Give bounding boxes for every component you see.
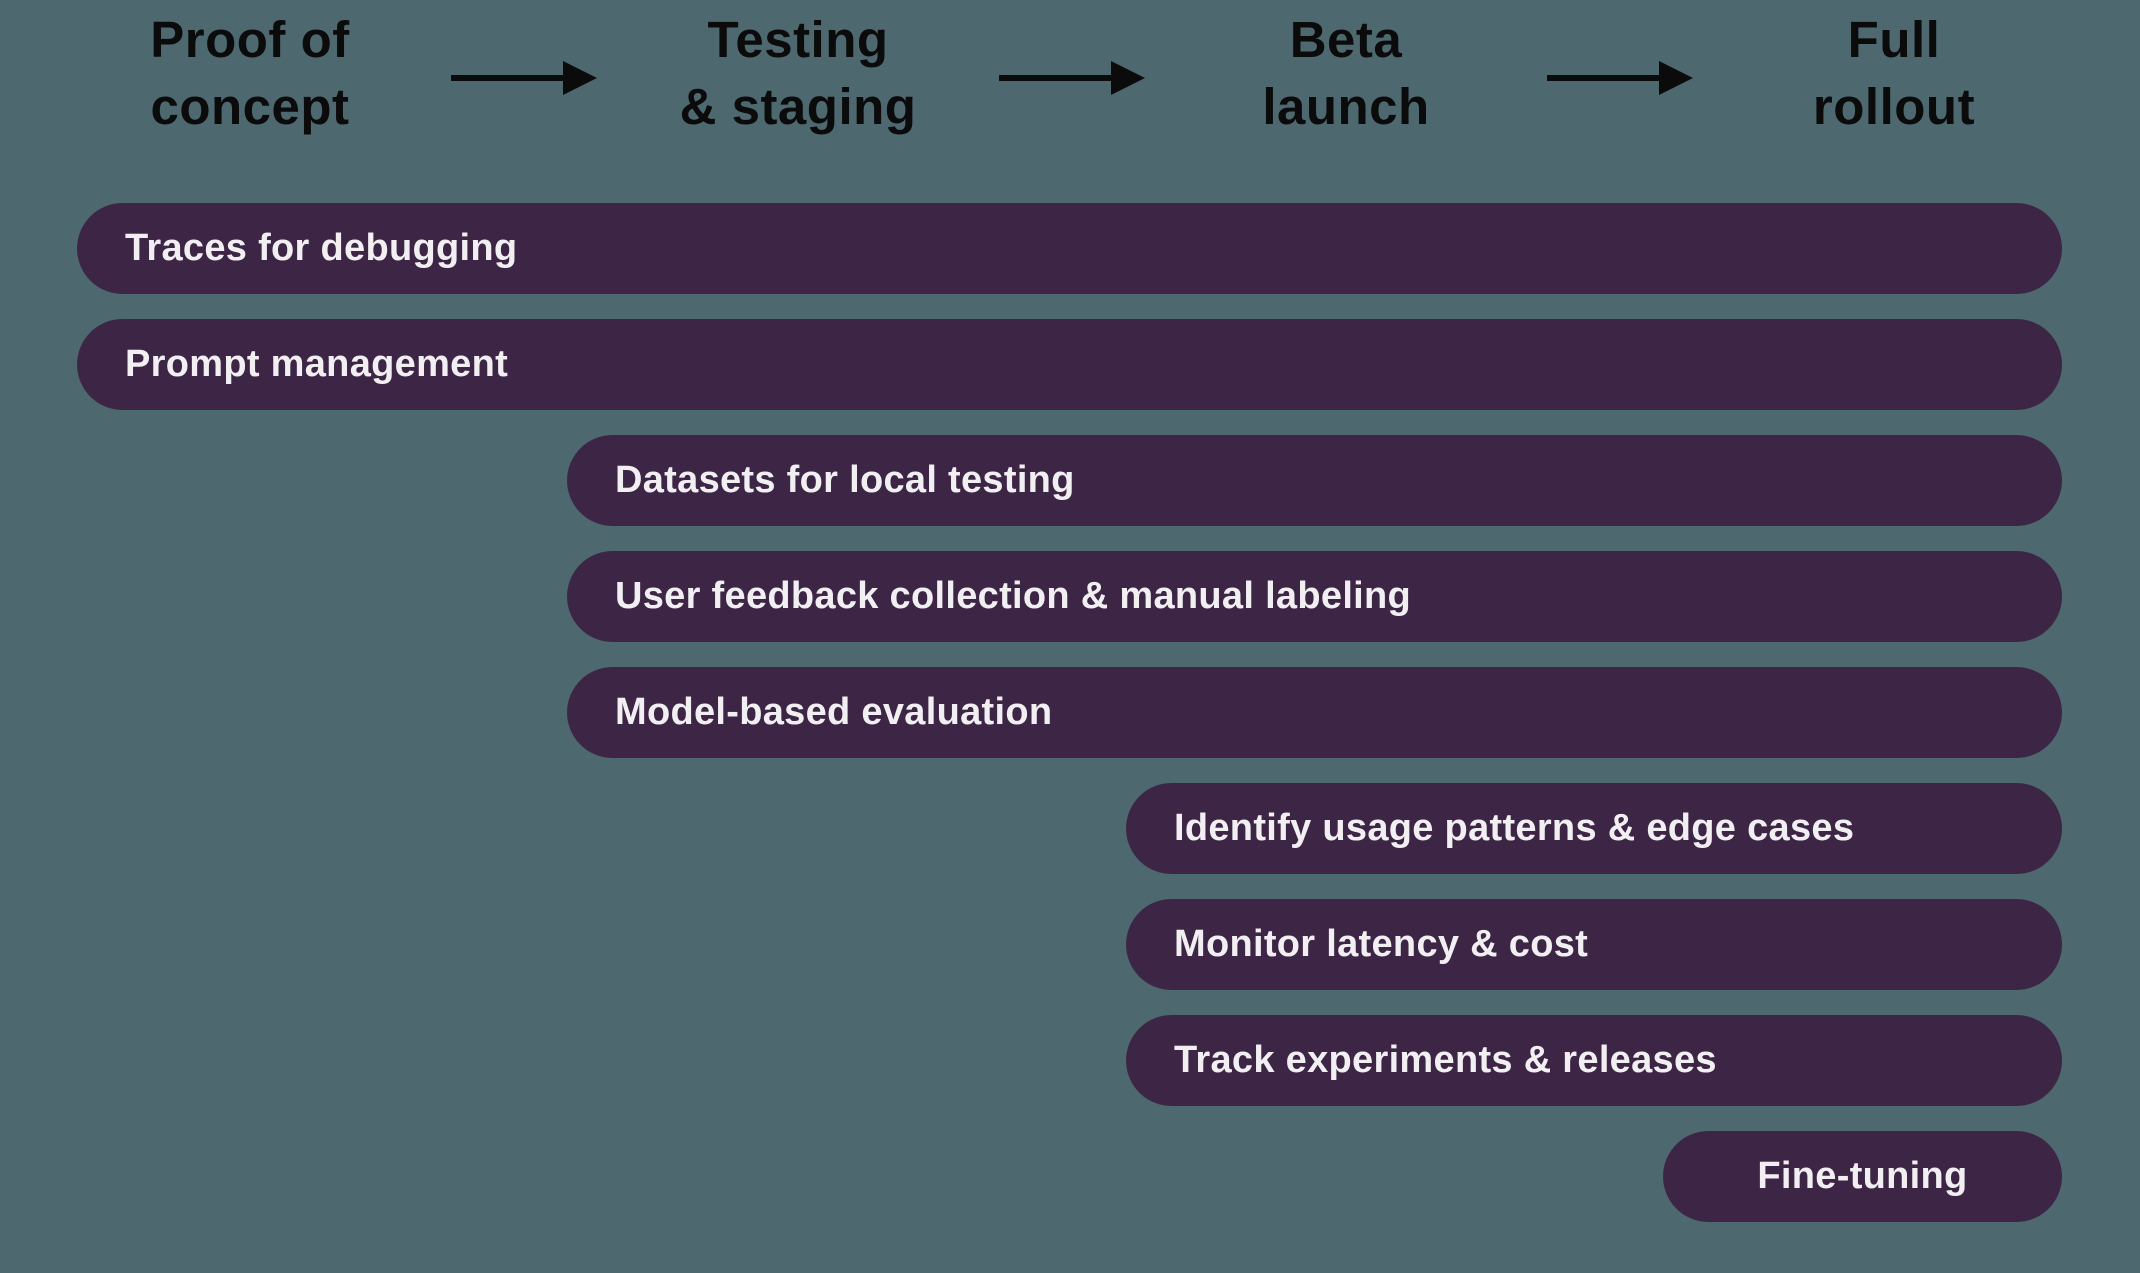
bar-traces-for-debugging: Traces for debugging <box>77 203 2062 294</box>
stage-header-line1: Full <box>1847 11 1941 68</box>
stage-header-4: Full rollout <box>1674 6 2114 141</box>
bar-identify-usage-patterns-edge-cases: Identify usage patterns & edge cases <box>1126 783 2062 874</box>
bar-user-feedback-collection-manual-labeling: User feedback collection & manual labeli… <box>567 551 2062 642</box>
stage-header-2: Testing & staging <box>578 6 1018 141</box>
bar-datasets-for-local-testing: Datasets for local testing <box>567 435 2062 526</box>
bar-track-experiments-releases: Track experiments & releases <box>1126 1015 2062 1106</box>
bar-label: Monitor latency & cost <box>1174 923 1589 965</box>
right-arrow-icon <box>1547 61 1693 95</box>
stage-header-line1: Beta <box>1289 11 1403 68</box>
bar-label: Fine-tuning <box>1757 1155 1968 1197</box>
bar-label: Identify usage patterns & edge cases <box>1174 807 1855 849</box>
bar-monitor-latency-cost: Monitor latency & cost <box>1126 899 2062 990</box>
bar-label: Model-based evaluation <box>615 691 1053 733</box>
stage-header-line2: rollout <box>1812 78 1976 136</box>
bar-fine-tuning: Fine-tuning <box>1663 1131 2062 1222</box>
stage-header-line1: Testing <box>707 11 889 68</box>
bar-label: Track experiments & releases <box>1174 1039 1717 1081</box>
stage-header-line2: concept <box>150 78 350 136</box>
right-arrow-icon <box>451 61 597 95</box>
bar-label: Datasets for local testing <box>615 459 1075 501</box>
stage-header-line2: launch <box>1262 78 1430 136</box>
stage-header-1: Proof of concept <box>30 6 470 141</box>
stage-header-line2: & staging <box>679 78 917 136</box>
bar-label: Prompt management <box>125 343 509 385</box>
right-arrow-icon <box>999 61 1145 95</box>
stage-header-3: Beta launch <box>1126 6 1566 141</box>
bar-prompt-management: Prompt management <box>77 319 2062 410</box>
bar-label: User feedback collection & manual labeli… <box>615 575 1412 617</box>
bar-label: Traces for debugging <box>125 227 518 269</box>
bar-model-based-evaluation: Model-based evaluation <box>567 667 2062 758</box>
stage-header-line1: Proof of <box>150 11 350 68</box>
